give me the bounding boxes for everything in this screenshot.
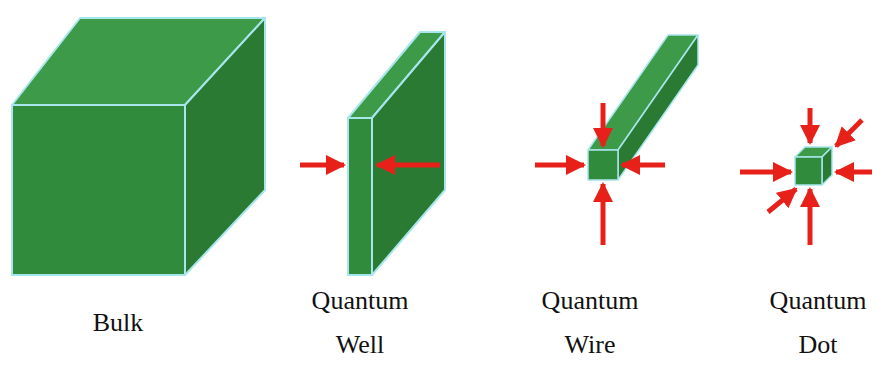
confinement-arrows	[300, 103, 872, 245]
bulk-cube	[12, 18, 265, 275]
quantum-wire-bar	[588, 35, 698, 180]
shape-label: Bulk	[53, 301, 183, 345]
shape-label: Quantum Well	[295, 279, 425, 367]
quantum-dot-cube	[795, 147, 832, 185]
shape-label: Quantum Wire	[525, 279, 655, 367]
shape-label: Quantum Dot	[753, 279, 883, 367]
quantum-well-slab	[348, 32, 445, 275]
